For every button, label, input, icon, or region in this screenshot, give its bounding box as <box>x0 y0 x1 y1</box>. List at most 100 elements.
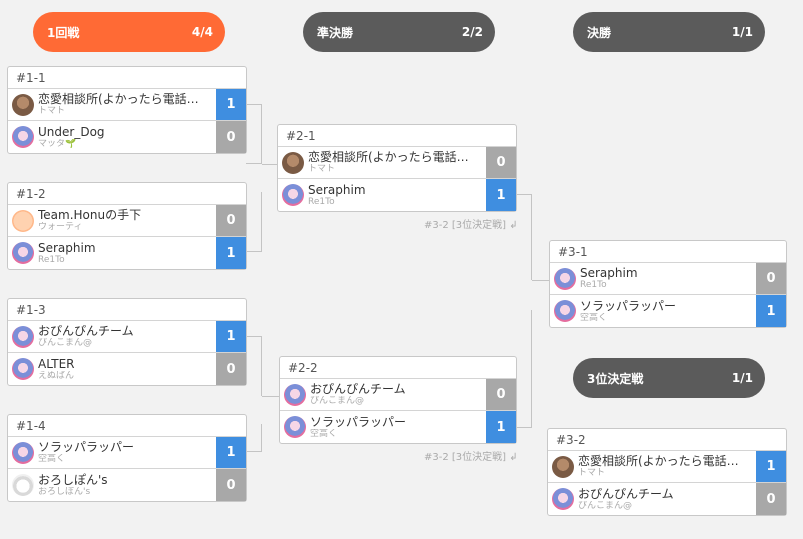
round-header-1: 1回戦 4/4 <box>33 12 225 52</box>
team-name[interactable]: ソラッパラッパー <box>580 298 677 313</box>
anime-avatar <box>12 442 34 464</box>
score-badge: 0 <box>756 483 786 515</box>
bracket-connector <box>516 194 532 280</box>
team-name[interactable]: 恋愛相談所(よかったら電話… <box>308 150 469 164</box>
player-name: トマト <box>578 468 606 478</box>
team-name[interactable]: Seraphim <box>38 240 96 255</box>
team-row[interactable]: おぴんぴんチームぴんこまん@ 1 <box>8 321 246 353</box>
team-info: 恋愛相談所(よかったら電話…トマト <box>578 451 756 482</box>
team-row[interactable]: おぴんぴんチームぴんこまん@ 0 <box>548 483 786 515</box>
team-name[interactable]: 恋愛相談所(よかったら電話… <box>38 92 199 106</box>
team-info: 恋愛相談所(よかったら電話…トマト <box>38 89 216 120</box>
team-row[interactable]: 恋愛相談所(よかったら電話…トマト 0 <box>278 147 516 179</box>
photo-avatar <box>282 152 304 174</box>
match-id: #1-2 <box>8 183 246 205</box>
score-badge: 1 <box>216 89 246 120</box>
score-badge: 0 <box>486 147 516 178</box>
anime-avatar <box>12 326 34 348</box>
player-name: Re1To <box>38 254 65 265</box>
team-info: Team.Honuの手下ウォーティ <box>38 205 216 236</box>
cat-avatar <box>12 474 34 496</box>
team-name[interactable]: Under_Dog <box>38 124 105 139</box>
player-name: マッタ🌱 <box>38 138 77 149</box>
player-name: えぬぱん <box>38 370 75 381</box>
team-name[interactable]: ソラッパラッパー <box>38 440 135 454</box>
player-name: ぴんこまん@ <box>38 338 93 348</box>
bracket-connector <box>246 192 262 252</box>
match-id: #3-1 <box>550 241 786 263</box>
photo-avatar <box>552 456 574 478</box>
round-header-final: 決勝 1/1 <box>573 12 765 52</box>
team-info: ソラッパラッパー空高く <box>580 295 756 327</box>
team-name[interactable]: Team.Honuの手下 <box>38 208 142 222</box>
team-name[interactable]: おぴんぴんチーム <box>310 382 406 396</box>
player-name: ぴんこまん@ <box>578 500 633 511</box>
team-info: ソラッパラッパー空高く <box>310 411 486 443</box>
score-badge: 1 <box>216 437 246 468</box>
team-name[interactable]: ALTER <box>38 356 75 371</box>
player-name: トマト <box>38 106 66 116</box>
team-name[interactable]: 恋愛相談所(よかったら電話… <box>578 454 739 468</box>
score-badge: 0 <box>216 205 246 236</box>
score-badge: 1 <box>756 451 786 482</box>
round-header-semifinal: 準決勝 2/2 <box>303 12 495 52</box>
match-id: #1-1 <box>8 67 246 89</box>
anime-avatar <box>554 300 576 322</box>
round-title: 準決勝 <box>317 25 354 40</box>
third-place-link[interactable]: #3-2 [3位決定戦] ↲ <box>424 452 518 463</box>
face-avatar <box>12 210 34 232</box>
player-name: トマト <box>308 164 336 174</box>
anime-avatar <box>552 488 574 510</box>
score-badge: 0 <box>216 353 246 385</box>
team-name[interactable]: ソラッパラッパー <box>310 414 407 429</box>
score-badge: 1 <box>216 237 246 269</box>
bracket-connector <box>246 424 262 452</box>
bracket-connector <box>262 396 280 397</box>
team-row[interactable]: おぴんぴんチームぴんこまん@0 <box>280 379 516 411</box>
round-title: 決勝 <box>587 25 612 40</box>
match-id: #1-4 <box>8 415 246 437</box>
team-name[interactable]: Seraphim <box>308 182 366 197</box>
score-badge: 1 <box>216 321 246 352</box>
match-id: #2-2 <box>280 357 516 379</box>
score-badge: 0 <box>486 379 516 410</box>
team-name[interactable]: おぴんぴんチーム <box>38 324 134 338</box>
anime-avatar <box>284 384 306 406</box>
team-name[interactable]: おろしぽん's <box>38 472 108 487</box>
player-name: 空高く <box>310 428 338 439</box>
team-name[interactable]: おぴんぴんチーム <box>578 486 674 501</box>
round-count: 2/2 <box>461 25 483 39</box>
round-count: 4/4 <box>191 25 213 39</box>
team-name[interactable]: Seraphim <box>580 266 638 280</box>
anime-avatar <box>12 242 34 264</box>
round-header-third-place: 3位決定戦 1/1 <box>573 358 765 398</box>
round-count: 1/1 <box>731 25 753 39</box>
player-name: おろしぽん's <box>38 486 91 497</box>
third-place-link[interactable]: #3-2 [3位決定戦] ↲ <box>424 220 518 231</box>
anime-avatar <box>12 126 34 148</box>
